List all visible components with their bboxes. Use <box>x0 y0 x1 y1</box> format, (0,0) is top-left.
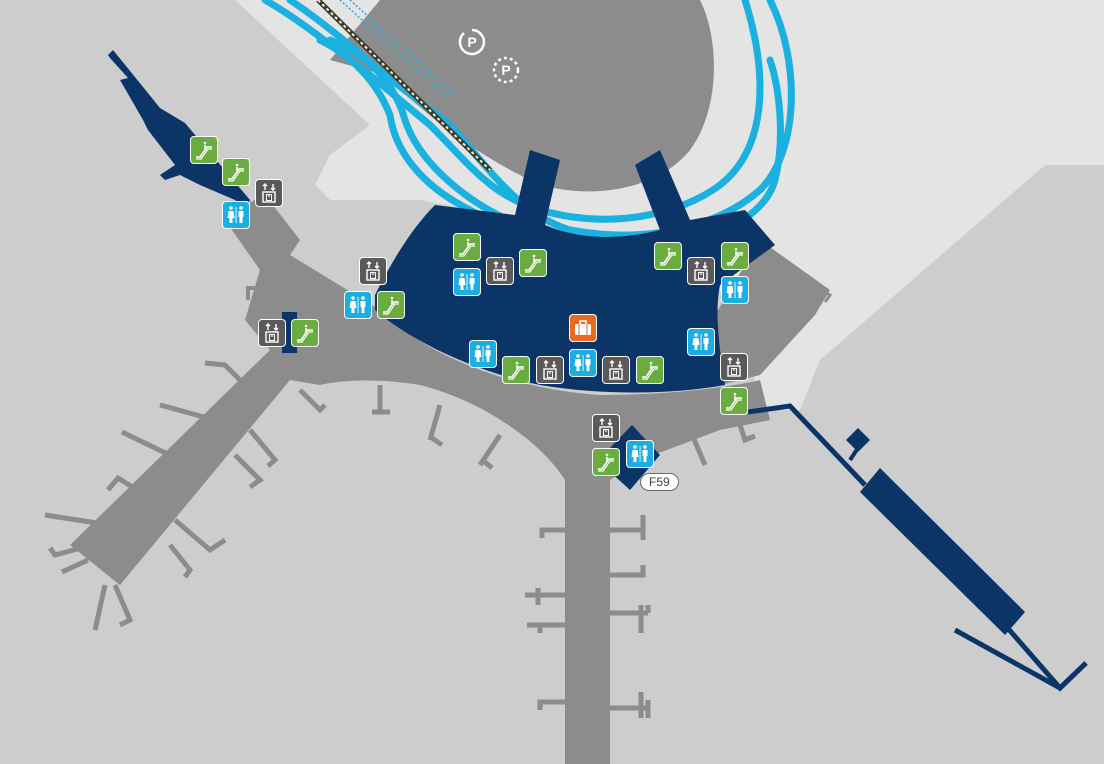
gate-label-f59[interactable]: F59 <box>640 473 679 491</box>
elevator-icon[interactable] <box>255 179 283 207</box>
svg-text:P: P <box>467 34 476 50</box>
baggage-claim-icon[interactable] <box>569 314 597 342</box>
service-road <box>246 286 272 300</box>
concourse-hub <box>70 200 770 764</box>
parking-garage-structure <box>330 0 714 192</box>
terminal-main-hall <box>375 150 775 393</box>
escalator-icon[interactable] <box>636 356 664 384</box>
svg-text:P: P <box>501 62 510 78</box>
escalator-icon[interactable] <box>453 233 481 261</box>
rail-line <box>316 0 492 172</box>
people-mover-line <box>339 0 451 101</box>
restroom-icon[interactable] <box>721 276 749 304</box>
elevator-icon[interactable] <box>536 356 564 384</box>
restroom-icon[interactable] <box>453 268 481 296</box>
escalator-icon[interactable] <box>190 136 218 164</box>
elevator-icon[interactable] <box>592 414 620 442</box>
restroom-icon[interactable] <box>687 328 715 356</box>
parking-lot-icon[interactable]: P <box>491 55 521 85</box>
elevator-icon[interactable] <box>720 353 748 381</box>
escalator-icon[interactable] <box>592 448 620 476</box>
elevator-icon[interactable] <box>602 356 630 384</box>
restroom-icon[interactable] <box>626 440 654 468</box>
escalator-icon[interactable] <box>519 249 547 277</box>
concourse-east-wing <box>700 240 830 385</box>
elevator-icon[interactable] <box>486 257 514 285</box>
people-mover-line-2 <box>349 0 456 96</box>
nw-concourse <box>235 195 300 270</box>
restroom-icon[interactable] <box>344 291 372 319</box>
east-satellite-link <box>848 446 860 462</box>
elevator-icon[interactable] <box>687 257 715 285</box>
south-pier-gates <box>525 515 651 718</box>
escalator-icon[interactable] <box>222 158 250 186</box>
restroom-icon[interactable] <box>222 201 250 229</box>
sw-concourse-gates <box>44 360 327 631</box>
escalator-icon[interactable] <box>502 356 530 384</box>
east-satellite-concourse <box>860 468 1025 635</box>
escalator-icon[interactable] <box>720 387 748 415</box>
east-satellite-tail <box>1003 623 1088 692</box>
escalator-icon[interactable] <box>377 291 405 319</box>
restroom-icon[interactable] <box>569 349 597 377</box>
elevator-icon[interactable] <box>258 319 286 347</box>
escalator-icon[interactable] <box>291 319 319 347</box>
service-road-2 <box>819 288 833 303</box>
arc-gates <box>372 385 756 470</box>
east-satellite-node <box>846 428 870 452</box>
restroom-icon[interactable] <box>469 340 497 368</box>
escalator-icon[interactable] <box>654 242 682 270</box>
escalator-icon[interactable] <box>721 242 749 270</box>
parking-garage-icon[interactable]: P <box>457 27 487 57</box>
elevator-icon[interactable] <box>359 257 387 285</box>
nw-pier <box>108 50 250 210</box>
